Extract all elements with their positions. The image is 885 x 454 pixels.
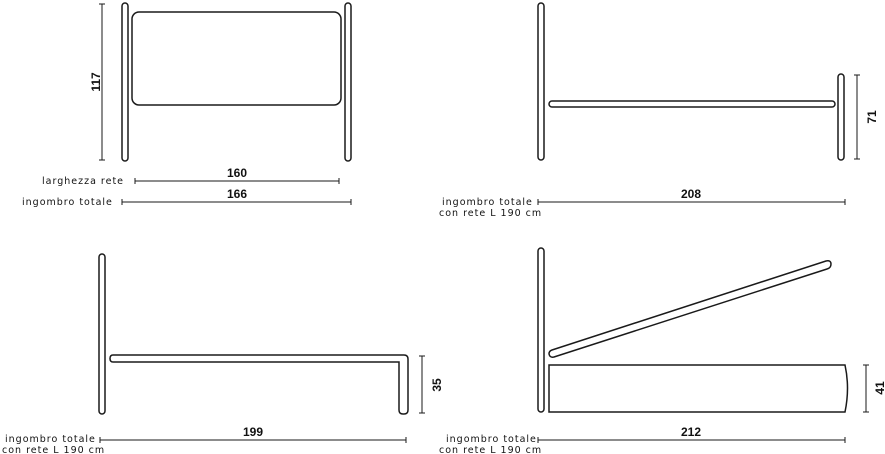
storage-box [548,364,849,413]
right-headboard-post [344,2,352,162]
side-rail [548,100,836,108]
headboard-panel [131,11,342,106]
storage-length-label-line2: con rete L 190 cm [439,445,542,454]
storage-view: 41 212 ingombro totale con rete L 190 cm [439,247,885,454]
low-headboard-post [98,253,106,415]
low-length-label-line2: con rete L 190 cm [2,445,105,454]
storage-length-value: 212 [681,425,701,439]
storage-headboard-post [537,247,545,413]
storage-height-value: 41 [873,381,885,395]
front-outer-width-value: 166 [227,187,247,201]
side-length-label-line1: ingombro totale [442,197,533,208]
front-outer-width-label: ingombro totale [22,197,113,208]
low-height-value: 35 [430,378,444,392]
side-length-label-line2: con rete L 190 cm [439,208,542,219]
low-length-value: 199 [243,425,263,439]
low-length-label-line1: ingombro totale [5,434,96,445]
side-low-view: 35 199 ingombro totale con rete L 190 cm [2,253,444,454]
left-headboard-post [121,2,129,162]
front-view: 117 larghezza rete 160 ingombro totale 1… [22,2,352,208]
front-inner-width-value: 160 [227,166,247,180]
side-view: 71 208 ingombro totale con rete L 190 cm [439,2,879,219]
side-headboard-post [537,2,545,161]
front-inner-width-label: larghezza rete [42,176,124,187]
side-foot-height-value: 71 [865,110,879,124]
side-foot-post [837,73,845,161]
side-length-value: 208 [681,187,701,201]
low-rail-and-foot [109,354,409,415]
storage-length-label-line1: ingombro totale [446,434,537,445]
front-height-value: 117 [89,72,103,92]
lifted-bed-frame [548,260,832,358]
